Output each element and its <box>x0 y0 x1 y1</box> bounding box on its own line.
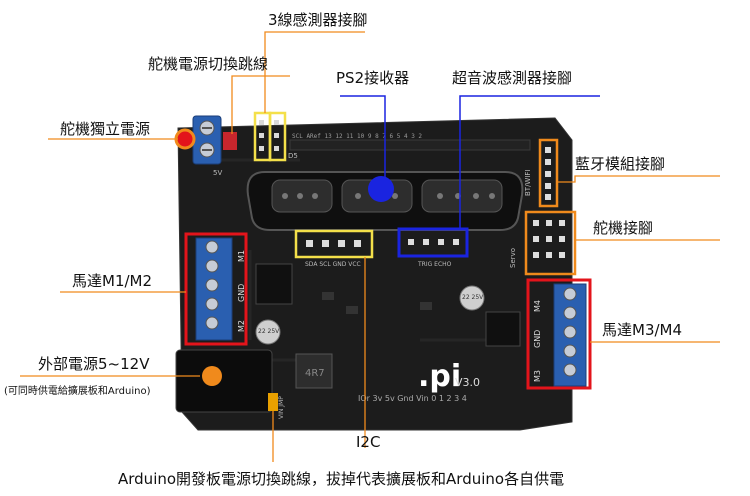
label-servo-header: 舵機接腳 <box>593 219 654 237</box>
svg-text:SDA SCL GND VCC: SDA SCL GND VCC <box>305 261 361 268</box>
servo-header: Servo <box>509 210 577 276</box>
svg-text:D5: D5 <box>288 152 298 160</box>
i2c-header: SDA SCL GND VCC <box>294 229 374 268</box>
svg-text:M1: M1 <box>237 250 246 262</box>
external-power-marker <box>202 366 222 386</box>
svg-text:M2: M2 <box>237 320 246 332</box>
svg-text:22 25V: 22 25V <box>462 294 484 301</box>
label-ultrasonic-header: 超音波感測器接腳 <box>452 69 573 87</box>
svg-text:GND: GND <box>237 284 246 302</box>
motor-m3-m4-terminal: M4 GND M3 <box>526 278 592 390</box>
svg-text:4R7: 4R7 <box>305 368 325 379</box>
sensor-3wire-header <box>253 111 287 162</box>
svg-text:22 25V: 22 25V <box>258 328 280 335</box>
svg-text:IOr 3v 5v Gnd Vin 0 1: IOr 3v 5v Gnd Vin 0 1 2 3 4 <box>358 394 467 403</box>
ps2-receiver-socket <box>246 171 524 231</box>
dc-power-jack <box>175 349 273 413</box>
svg-text:BT/WIFI: BT/WIFI <box>524 169 532 196</box>
label-external-power: 外部電源5~12V <box>38 355 150 373</box>
svg-text:M4: M4 <box>533 300 542 312</box>
ps2-blue-marker <box>368 176 394 202</box>
label-servo-independent-power: 舵機獨立電源 <box>60 120 151 138</box>
bluetooth-header: BT/WIFI <box>524 138 559 208</box>
label-i2c: I2C <box>356 433 381 451</box>
label-ps2-receiver: PS2接收器 <box>336 69 410 87</box>
label-servo-power-jumper: 舵機電源切換跳線 <box>148 55 269 73</box>
svg-text:5V: 5V <box>213 169 222 177</box>
board-components: 4R7 22 25V 22 25V <box>255 263 521 389</box>
leader-lines <box>20 31 720 462</box>
svg-text:SCL ARef 13 12 11 10 9 8: SCL ARef 13 12 11 10 9 8 7 6 5 4 3 2 <box>292 133 422 140</box>
svg-text:GND: GND <box>533 330 542 348</box>
top-pin-header: SCL ARef 13 12 11 10 9 8 7 6 5 4 3 2 <box>289 133 531 151</box>
label-arduino-power-jumper-note: Arduino開發板電源切換跳線，拔掉代表擴展板和Arduino各自供電 <box>118 470 565 488</box>
svg-text:VIN JMP: VIN JMP <box>278 396 285 419</box>
label-motor-m1-m2: 馬達M1/M2 <box>72 272 153 290</box>
servo-power-marker <box>174 128 196 150</box>
label-3wire-sensor-header: 3線感測器接腳 <box>268 11 368 29</box>
svg-text:M3: M3 <box>533 370 542 382</box>
red-jumper-block <box>223 132 237 150</box>
label-bluetooth-header: 藍牙模組接腳 <box>575 155 666 173</box>
servo-power-terminal <box>192 115 222 165</box>
arduino-power-jumper <box>268 393 278 411</box>
motor-m1-m2-terminal: M1 GND M2 <box>184 232 248 346</box>
ultrasonic-header: TRIG ECHO <box>397 227 469 268</box>
label-external-power-note: (可同時供電給擴展板和Arduino) <box>4 386 151 397</box>
svg-text:Servo: Servo <box>509 248 517 268</box>
board-logo: .pi <box>418 359 461 394</box>
label-motor-m3-m4: 馬達M3/M4 <box>602 321 683 339</box>
blue-leader-lines <box>340 95 600 229</box>
svg-text:TRIG ECHO: TRIG ECHO <box>417 261 452 268</box>
board-version: V3.0 <box>455 376 480 389</box>
